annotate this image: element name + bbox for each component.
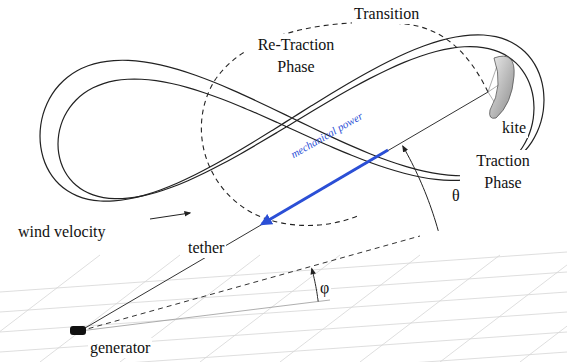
angle-symbol: φ bbox=[318, 278, 331, 298]
part-label: generator bbox=[88, 338, 152, 358]
generator-symbol bbox=[70, 326, 86, 335]
ground-axis bbox=[80, 300, 330, 331]
angle-symbol: θ bbox=[450, 186, 462, 206]
retraction-path bbox=[201, 22, 488, 225]
phase-label: Re-Traction Phase bbox=[246, 34, 346, 78]
part-label: tether bbox=[186, 238, 226, 258]
phase-label: Traction Phase bbox=[460, 150, 546, 194]
power-label: mechanical power bbox=[287, 108, 367, 162]
phase-label: Transition bbox=[352, 4, 421, 24]
wind-label: wind velocity bbox=[16, 222, 108, 242]
wind-arrow bbox=[150, 213, 190, 219]
kite-shape bbox=[488, 56, 514, 118]
projection-line bbox=[80, 236, 420, 331]
power-arrow bbox=[262, 150, 388, 224]
theta-arc bbox=[403, 146, 438, 231]
ground-grid bbox=[0, 252, 567, 362]
part-label: kite bbox=[500, 118, 528, 138]
tether-line bbox=[80, 92, 488, 331]
